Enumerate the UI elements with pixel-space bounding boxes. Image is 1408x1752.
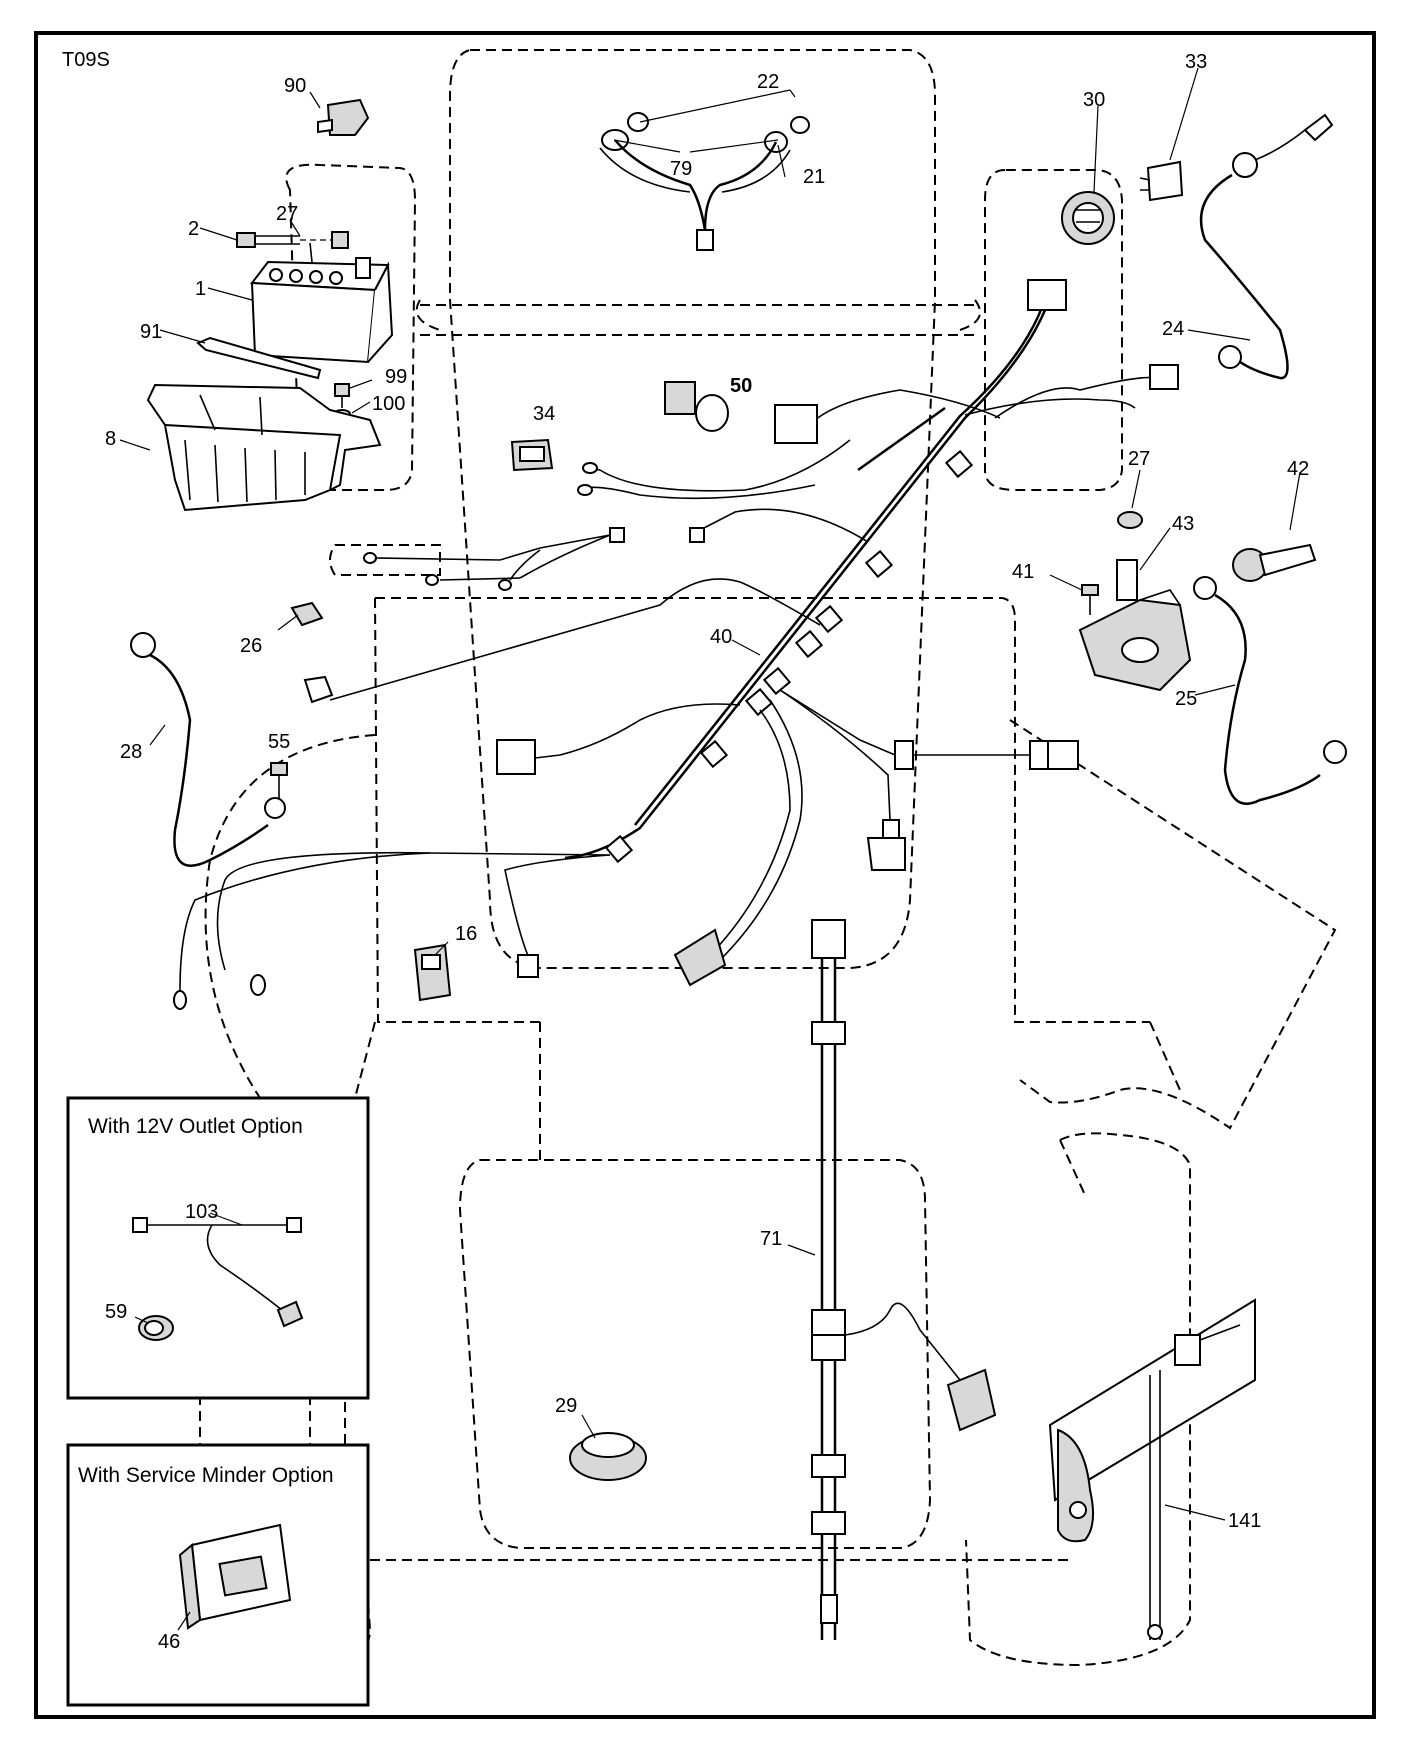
part-59-outlet	[138, 1315, 174, 1341]
callout-2: 2	[188, 218, 199, 240]
part-33-module	[1139, 160, 1184, 202]
part-27-nut	[331, 231, 349, 249]
part-71-harness	[811, 919, 997, 1640]
part-29-horn	[569, 1432, 647, 1481]
option-12v-title: With 12V Outlet Option	[88, 1115, 303, 1138]
callout-1: 1	[195, 278, 206, 300]
callout-29: 29	[555, 1395, 577, 1417]
part-16-connector	[413, 943, 452, 1002]
part-24-battery-cable	[1199, 113, 1334, 380]
option-box-12v-outlet: With 12V Outlet Option	[66, 1096, 370, 1400]
part-22-21-79-headlights	[599, 112, 810, 251]
callout-141: 141	[1228, 1510, 1261, 1532]
callout-34: 34	[533, 403, 555, 425]
callout-90: 90	[284, 75, 306, 97]
part-141-seat-switch-bracket	[1048, 1298, 1256, 1640]
callout-50: 50	[730, 375, 752, 397]
callout-41: 41	[1012, 561, 1034, 583]
callout-99: 99	[385, 366, 407, 388]
diagram-code: T09S	[62, 49, 110, 71]
callout-55: 55	[268, 731, 290, 753]
part-50-switch	[664, 381, 729, 432]
callout-30: 30	[1083, 89, 1105, 111]
part-41-bolt	[1081, 584, 1099, 615]
part-42-terminal-boot	[1232, 543, 1317, 582]
callout-43: 43	[1172, 513, 1194, 535]
callout-27-b: 27	[1128, 448, 1150, 470]
callout-59: 59	[105, 1301, 127, 1323]
callout-33: 33	[1185, 51, 1207, 73]
part-90-terminal	[317, 98, 370, 136]
callout-21: 21	[803, 166, 825, 188]
callout-26: 26	[240, 635, 262, 657]
callout-79: 79	[670, 158, 692, 180]
option-box-service-minder: With Service Minder Option	[66, 1443, 370, 1707]
callout-22: 22	[757, 71, 779, 93]
part-91-hold-down-strap	[196, 336, 322, 380]
callout-100: 100	[372, 393, 405, 415]
part-28-ground-cable	[130, 632, 286, 867]
callout-25: 25	[1175, 688, 1197, 710]
callout-46: 46	[158, 1631, 180, 1653]
part-30-ignition-switch	[1061, 191, 1115, 245]
part-99-bolt	[334, 383, 350, 408]
callout-103: 103	[185, 1201, 218, 1223]
diagram-frame	[34, 31, 1376, 1719]
callout-91: 91	[140, 321, 162, 343]
part-1-battery	[250, 242, 394, 364]
callout-8: 8	[105, 428, 116, 450]
callout-28: 28	[120, 741, 142, 763]
leader-lines	[119, 67, 1301, 1631]
callout-40: 40	[710, 626, 732, 648]
part-55-bolt	[270, 762, 288, 798]
callout-16: 16	[455, 923, 477, 945]
part-26-fuse	[290, 601, 324, 627]
callout-42: 42	[1287, 458, 1309, 480]
part-25-starter-cable	[1193, 576, 1347, 805]
part-27-nut-2	[1117, 511, 1143, 529]
part-8-battery-tray	[146, 383, 382, 512]
callout-27-a: 27	[276, 203, 298, 225]
callout-labels: T09S 90 22 33 30 79 21 27 2 1 91 99 100 …	[62, 49, 1309, 1653]
part-34-rocker-switch	[510, 438, 554, 472]
part-43-starter-solenoid	[1078, 559, 1192, 692]
callout-24: 24	[1162, 318, 1184, 340]
part-40-main-harness	[173, 279, 1179, 1010]
callout-71: 71	[760, 1228, 782, 1250]
part-46-service-minder	[178, 1523, 292, 1630]
option-service-title: With Service Minder Option	[78, 1464, 334, 1487]
